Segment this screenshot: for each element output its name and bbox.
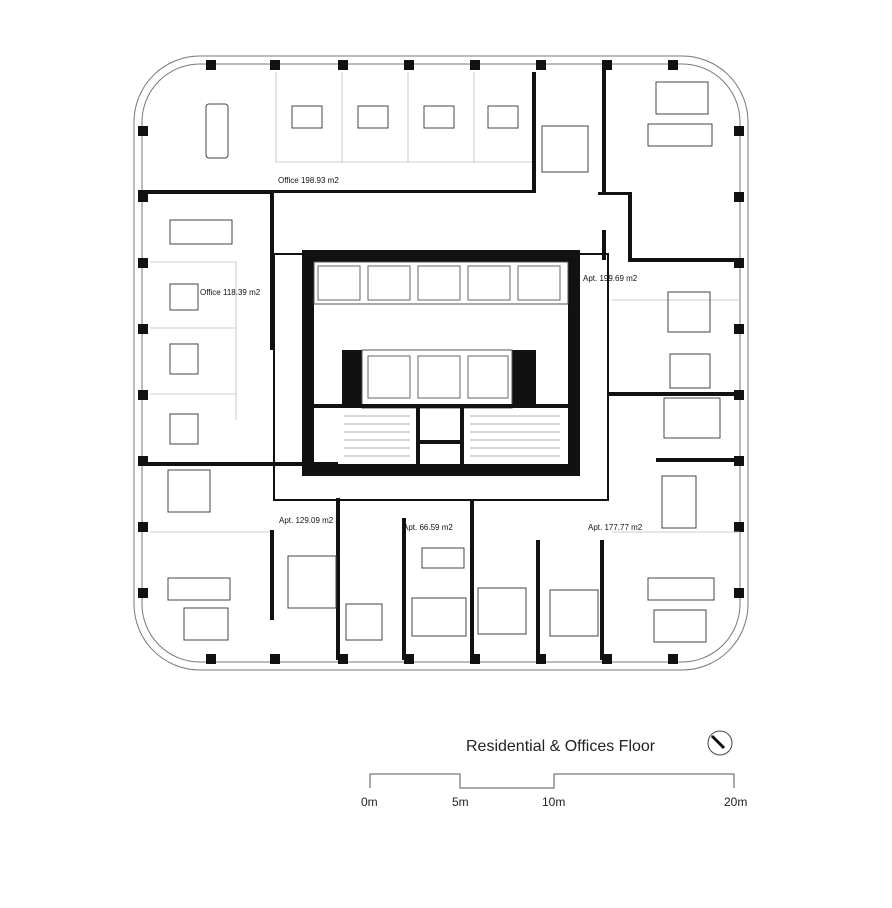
drawing-title: Residential & Offices Floor xyxy=(466,738,656,755)
north-arrow-icon xyxy=(707,730,733,756)
room-labels: Office 198.93 m2 Office 118.39 m2 Apt. 1… xyxy=(200,176,643,532)
elevators xyxy=(317,265,561,399)
room-label-office-198: Office 198.93 m2 xyxy=(278,176,339,185)
scale-bar xyxy=(369,773,735,789)
room-label-apt-199: Apt. 199.69 m2 xyxy=(583,274,638,283)
room-label-apt-177: Apt. 177.77 m2 xyxy=(588,523,643,532)
scale-bar-labels: 0m 5m 10m 20m xyxy=(361,795,747,809)
facade xyxy=(133,55,749,671)
furniture xyxy=(167,81,721,643)
scale-tick-5: 5m xyxy=(452,795,469,809)
partition-lines xyxy=(150,72,740,533)
corridor xyxy=(273,253,609,501)
stairs xyxy=(344,415,560,457)
room-label-apt-66: Apt. 66.59 m2 xyxy=(403,523,453,532)
scale-tick-10: 10m xyxy=(542,795,565,809)
perimeter-columns xyxy=(138,60,744,664)
scale-tick-0: 0m xyxy=(361,795,378,809)
core xyxy=(302,250,580,476)
scale-tick-20: 20m xyxy=(724,795,747,809)
walls xyxy=(138,68,742,660)
room-label-office-118: Office 118.39 m2 xyxy=(200,288,261,297)
room-label-apt-129: Apt. 129.09 m2 xyxy=(279,516,334,525)
